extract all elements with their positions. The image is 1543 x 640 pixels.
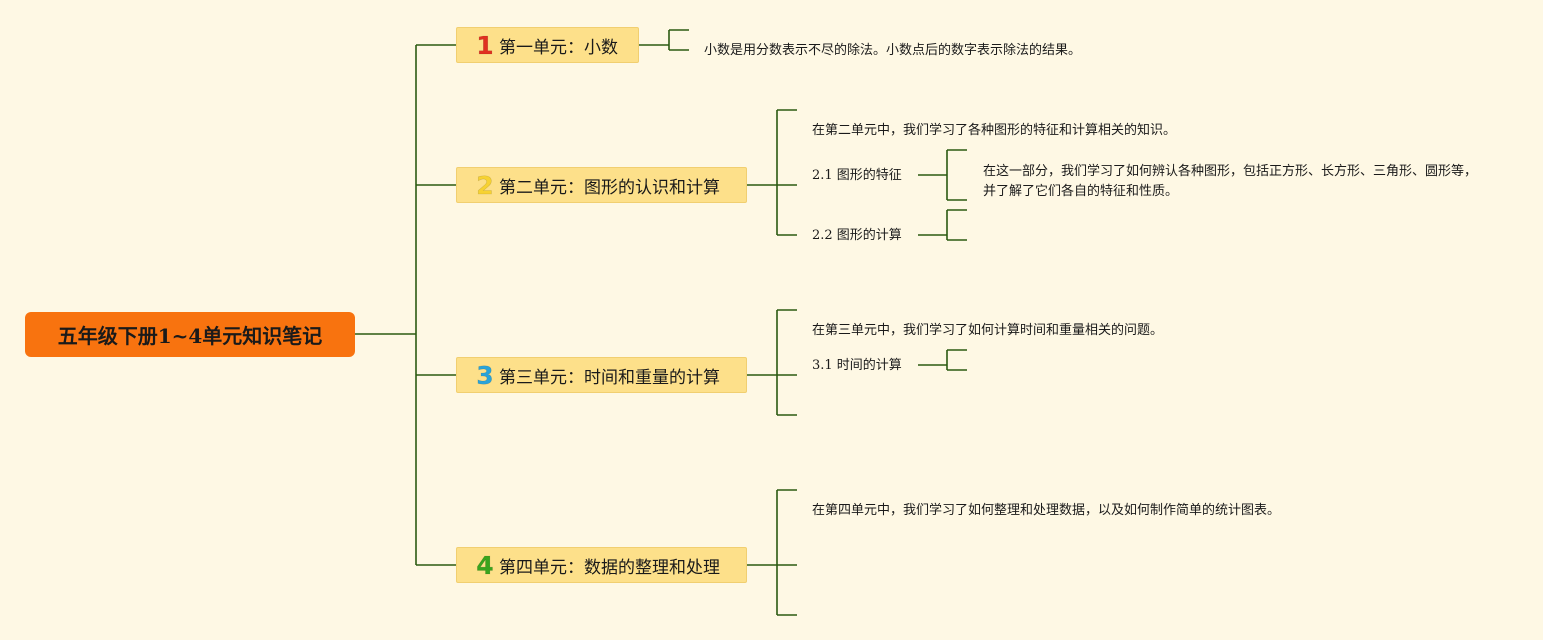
unit-1-topic[interactable]: 1 第一单元：小数 (456, 27, 639, 63)
unit-4-note: 在第四单元中，我们学习了如何整理和处理数据，以及如何制作简单的统计图表。 (812, 503, 1281, 518)
unit-2-note: 在第二单元中，我们学习了各种图形的特征和计算相关的知识。 (812, 123, 1177, 138)
subtopic-2-1[interactable]: 2.1 图形的特征 (812, 168, 902, 183)
connector-sub21-bracket (946, 149, 967, 201)
unit-2-number: 2 (476, 170, 494, 200)
unit-4-label: 第四单元：数据的整理和处理 (499, 557, 720, 578)
unit-1-number: 1 (476, 30, 494, 60)
connector-unit2-bracket (776, 109, 797, 236)
unit-4-topic[interactable]: 4 第四单元：数据的整理和处理 (456, 547, 747, 583)
subtopic-2-1-note: 在这一部分，我们学习了如何辨认各种图形，包括正方形、长方形、三角形、圆形等，并了… (983, 164, 1478, 199)
subtopic-2-2[interactable]: 2.2 图形的计算 (812, 228, 902, 243)
connector-unit1-bracket (668, 29, 689, 51)
unit-1-note: 小数是用分数表示不尽的除法。小数点后的数字表示除法的结果。 (704, 43, 1082, 58)
connector-unit3-bracket (776, 309, 797, 416)
unit-1-label: 第一单元：小数 (499, 37, 618, 58)
unit-3-label: 第三单元：时间和重量的计算 (499, 367, 720, 388)
connector-unit4-bracket (776, 489, 797, 616)
root-topic-label: 五年级下册1~4单元知识笔记 (57, 324, 323, 348)
unit-3-topic[interactable]: 3 第三单元：时间和重量的计算 (456, 357, 747, 393)
unit-2-topic[interactable]: 2 第二单元：图形的认识和计算 (456, 167, 747, 203)
connector-sub22-bracket (946, 209, 967, 241)
subtopic-3-1[interactable]: 3.1 时间的计算 (812, 358, 902, 373)
root-topic[interactable]: 五年级下册1~4单元知识笔记 (25, 312, 355, 357)
unit-3-number: 3 (476, 360, 494, 390)
unit-3-note: 在第三单元中，我们学习了如何计算时间和重量相关的问题。 (812, 323, 1164, 338)
unit-2-label: 第二单元：图形的认识和计算 (499, 177, 720, 198)
unit-4-number: 4 (476, 550, 494, 580)
connector-sub31-bracket (946, 349, 967, 371)
